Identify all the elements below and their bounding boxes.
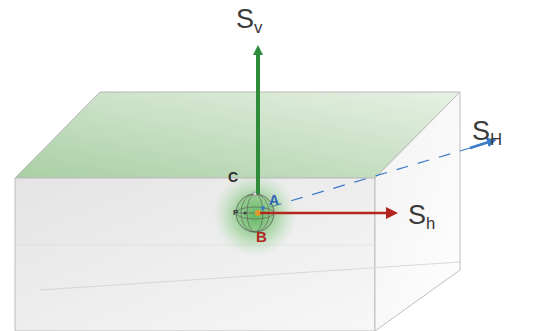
stress-label: SH [472,118,502,145]
point-label: C [228,170,238,184]
stress-label: Sh [408,202,435,229]
point-label: A [269,193,279,207]
stress-label: Sv [236,6,262,33]
point-label: B [256,229,267,244]
point-label: P [233,209,238,217]
